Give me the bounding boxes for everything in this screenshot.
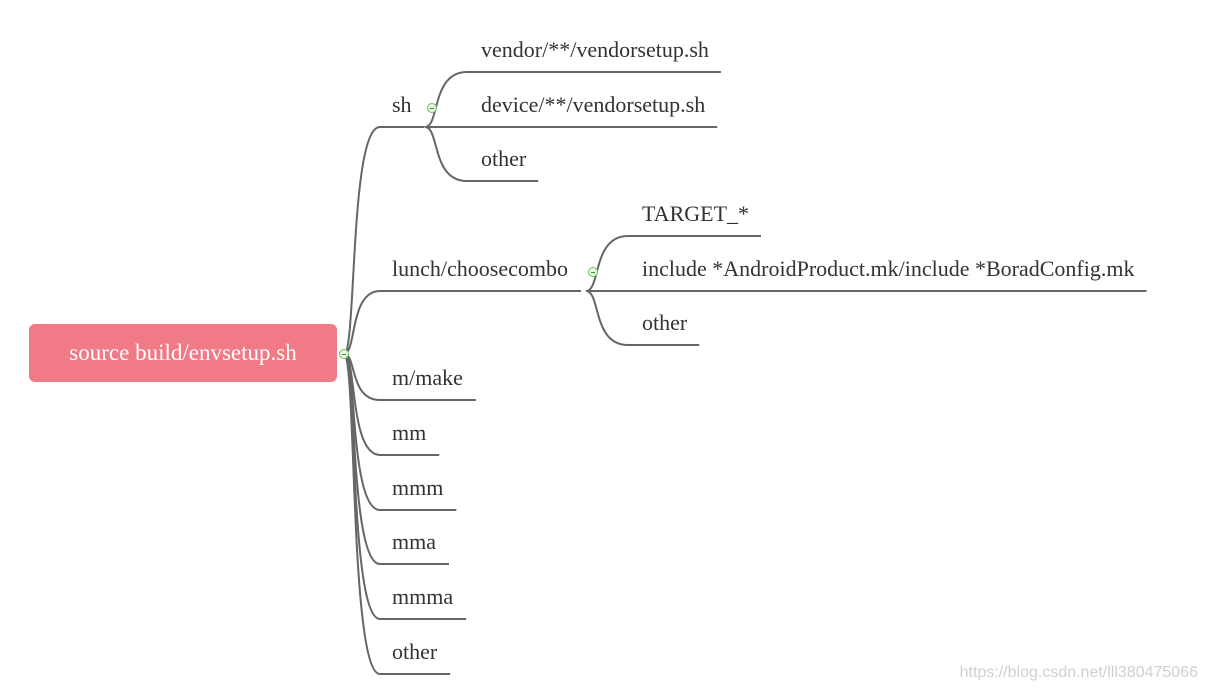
branch-node[interactable]: mmm <box>392 475 444 500</box>
branch-connector <box>343 126 381 355</box>
leaf-node[interactable]: TARGET_* <box>642 201 750 226</box>
branch-node[interactable]: mm <box>392 420 427 445</box>
branch-node[interactable]: other <box>392 639 438 664</box>
leaf-connector <box>424 71 468 128</box>
leaf-connector <box>585 235 629 292</box>
root-collapse-toggle-icon[interactable] <box>339 349 349 359</box>
watermark: https://blog.csdn.net/lll380475066 <box>959 664 1198 681</box>
leaf-node[interactable]: other <box>481 146 527 171</box>
leaf-node[interactable]: other <box>642 310 688 335</box>
root-node[interactable]: source build/envsetup.sh <box>29 324 337 382</box>
leaf-connector <box>585 290 629 346</box>
leaf-connector <box>424 126 468 182</box>
leaf-node[interactable]: vendor/**/vendorsetup.sh <box>481 37 709 62</box>
branch-node[interactable]: m/make <box>392 365 463 390</box>
branch-node[interactable]: mma <box>392 529 436 554</box>
branch-collapse-toggle-icon[interactable] <box>588 267 598 277</box>
branch-connector <box>343 353 381 675</box>
root-node-label: source build/envsetup.sh <box>69 340 297 365</box>
branch-node[interactable]: mmma <box>392 584 454 609</box>
branch-node[interactable]: lunch/choosecombo <box>392 256 568 281</box>
branch-collapse-toggle-icon[interactable] <box>427 103 437 113</box>
leaf-node[interactable]: device/**/vendorsetup.sh <box>481 92 706 117</box>
leaf-node[interactable]: include *AndroidProduct.mk/include *Bora… <box>642 256 1135 281</box>
branch-node[interactable]: sh <box>392 92 412 117</box>
